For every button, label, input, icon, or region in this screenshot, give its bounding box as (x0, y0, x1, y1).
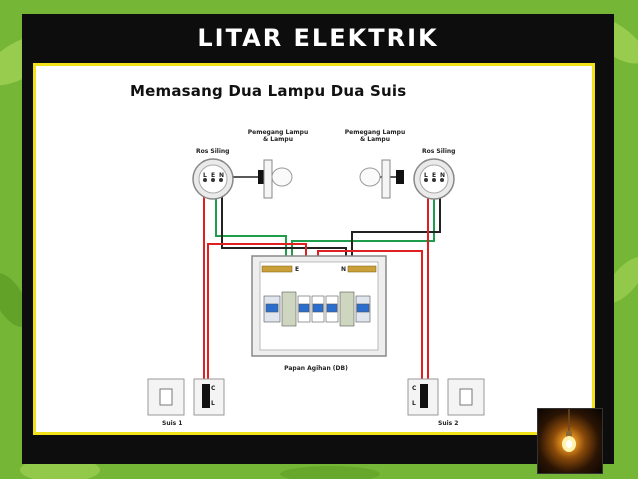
breaker-row (263, 291, 371, 327)
slide-subtitle: Memasang Dua Lampu Dua Suis (130, 82, 407, 100)
db-earth-bar-label: E (295, 266, 300, 273)
terminal-e-right: E (432, 172, 437, 179)
db-label: Papan Agihan (DB) (284, 365, 348, 372)
switch-2-l-label: L (412, 400, 416, 407)
ceiling-rose-label-left: Ros Siling (196, 148, 230, 155)
switch-2-label: Suis 2 (438, 420, 459, 427)
terminal-l-left: L (203, 172, 207, 179)
lamp-holder-right (359, 159, 404, 199)
terminal-n-right: N (440, 172, 446, 179)
lamp-holder-label-right: Pemegang Lampu & Lampu (344, 129, 406, 143)
terminal-n-left: N (219, 172, 225, 179)
terminal-e-left: E (211, 172, 216, 179)
ceiling-rose-right (413, 158, 455, 200)
earth-wire-left (215, 184, 287, 271)
lamp-holder-label-left: Pemegang Lampu & Lampu (247, 129, 309, 143)
earth-bar (261, 265, 293, 273)
switch-2 (407, 378, 485, 416)
light-bulb-thumbnail (537, 408, 603, 474)
distribution-board (251, 255, 387, 357)
lamp-holder-left (258, 159, 293, 199)
switch-1-l-label: L (211, 400, 215, 407)
wiring-diagram (147, 158, 485, 416)
neutral-bar (347, 265, 377, 273)
light-bulb-icon (562, 409, 576, 452)
switch-1-c-label: C (211, 385, 216, 392)
db-neutral-bar-label: N (341, 266, 347, 273)
ceiling-rose-left (192, 158, 234, 200)
ceiling-rose-label-right: Ros Siling (422, 148, 456, 155)
switch-2-c-label: C (412, 385, 417, 392)
switch-1-label: Suis 1 (162, 420, 183, 427)
slide-title: LITAR ELEKTRIK (197, 24, 439, 52)
terminal-l-right: L (424, 172, 428, 179)
switch-1 (147, 378, 225, 416)
